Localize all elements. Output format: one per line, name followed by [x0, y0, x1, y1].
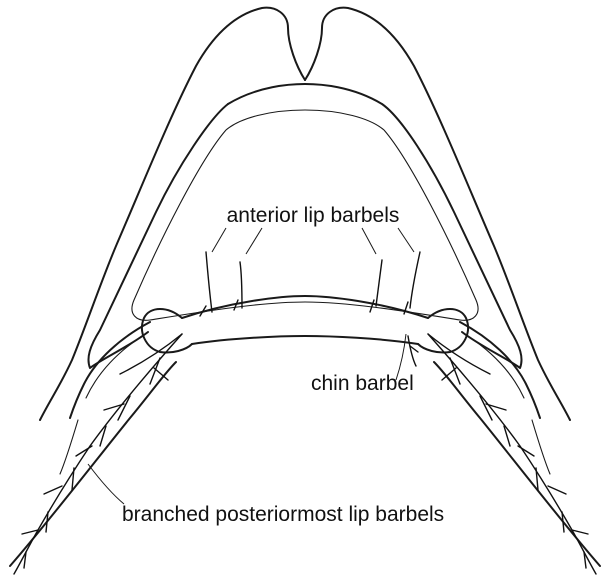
posterior-barbels-right — [428, 334, 596, 574]
leader-anterior-3 — [362, 228, 376, 254]
leader-anterior-2 — [246, 228, 262, 254]
lower-lip — [142, 296, 468, 353]
leader-anterior-1 — [212, 228, 226, 252]
label-chin-barbel: chin barbel — [311, 372, 414, 395]
posterior-barbels-left — [14, 334, 182, 574]
label-posterior-lip-barbels: branched posteriormost lip barbels — [122, 503, 444, 526]
leader-lines — [88, 228, 414, 504]
chin-barbel — [408, 336, 418, 366]
lateral-lip-folds — [60, 322, 550, 474]
leader-anterior-4 — [398, 228, 414, 252]
label-anterior-lip-barbels: anterior lip barbels — [227, 204, 400, 227]
chin — [10, 362, 600, 566]
leader-posterior — [88, 464, 124, 504]
